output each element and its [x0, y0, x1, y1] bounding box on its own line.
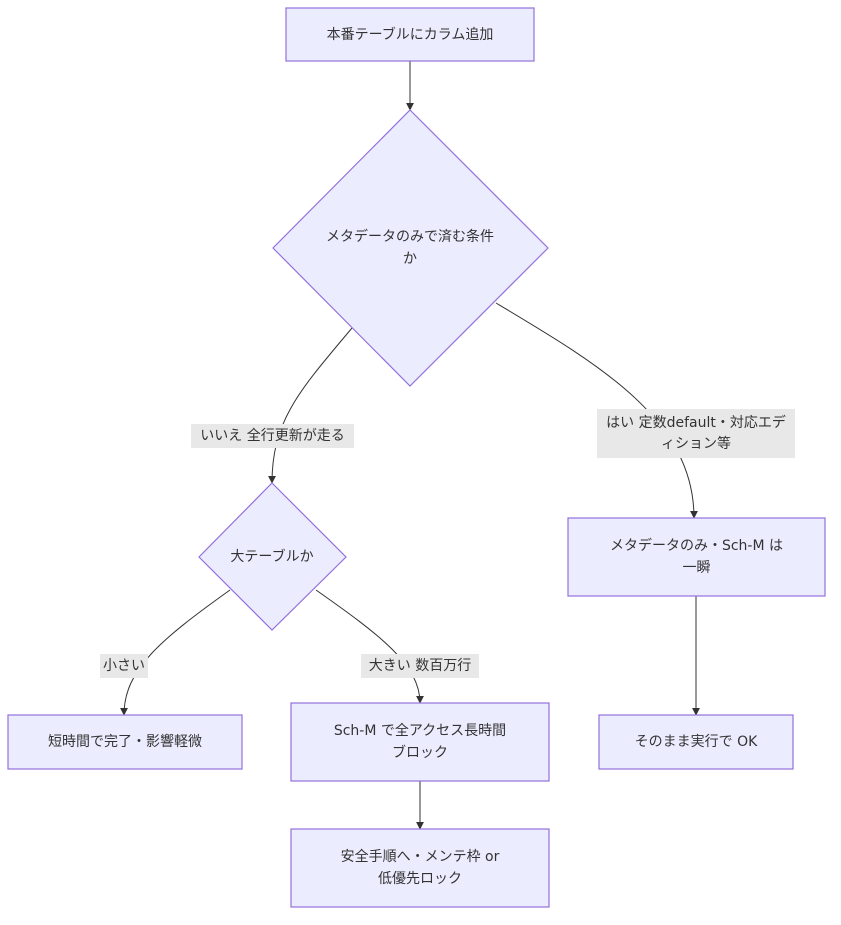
node-sch-m-label: Sch-M で全アクセス長時間 ブロック — [333, 723, 507, 761]
node-big-table-label: 大テーブルか — [230, 549, 314, 565]
node-meta-only-box — [567, 517, 826, 597]
edge-big-table-to-small — [120, 589, 231, 716]
node-start: 本番テーブルにカラム追加 — [286, 8, 534, 61]
node-meta-check-diamond — [272, 109, 549, 387]
node-run-ok-box — [598, 714, 794, 770]
node-safe-procedure: 安全手順へ・メンテ枠 or 低優先ロック — [291, 829, 549, 907]
node-small-impact: 短時間で完了・影響軽微 — [8, 715, 242, 769]
node-meta-only: メタデータのみ・Sch-M は 一瞬 — [568, 518, 825, 596]
node-safe-label: 安全手順へ・メンテ枠 or 低優先ロック — [340, 849, 500, 887]
node-big-table-diamond — [198, 482, 347, 631]
node-start-label: 本番テーブルにカラム追加 — [326, 26, 494, 43]
node-run-ok: そのまま実行で OK — [599, 715, 793, 769]
node-safe-box — [290, 828, 550, 908]
edge-meta-check-to-meta-only — [495, 302, 698, 519]
node-meta-check-label: メタデータのみで済む条件 か — [326, 229, 494, 267]
edge-meta-check-to-big-table — [268, 327, 353, 484]
node-small-impact-label: 短時間で完了・影響軽微 — [48, 734, 202, 750]
edge-label-small: 小さい — [100, 654, 148, 678]
edge-big-table-to-sch-m — [315, 589, 424, 704]
node-small-impact-box — [7, 714, 243, 770]
node-start-box — [285, 7, 535, 62]
edge-label-large: 大きい 数百万行 — [361, 654, 479, 678]
node-run-ok-label: そのまま実行で OK — [634, 734, 758, 750]
node-sch-m-block: Sch-M で全アクセス長時間 ブロック — [291, 703, 549, 781]
node-big-table-check: 大テーブルか — [212, 544, 332, 570]
node-meta-check: メタデータのみで済む条件 か — [293, 220, 527, 276]
edge-label-yes: はい 定数default・対応エデ ィション等 — [597, 409, 795, 458]
node-sch-m-box — [290, 702, 550, 782]
edge-label-no: いいえ 全行更新が走る — [191, 424, 354, 448]
node-meta-only-label: メタデータのみ・Sch-M は 一瞬 — [609, 538, 784, 576]
